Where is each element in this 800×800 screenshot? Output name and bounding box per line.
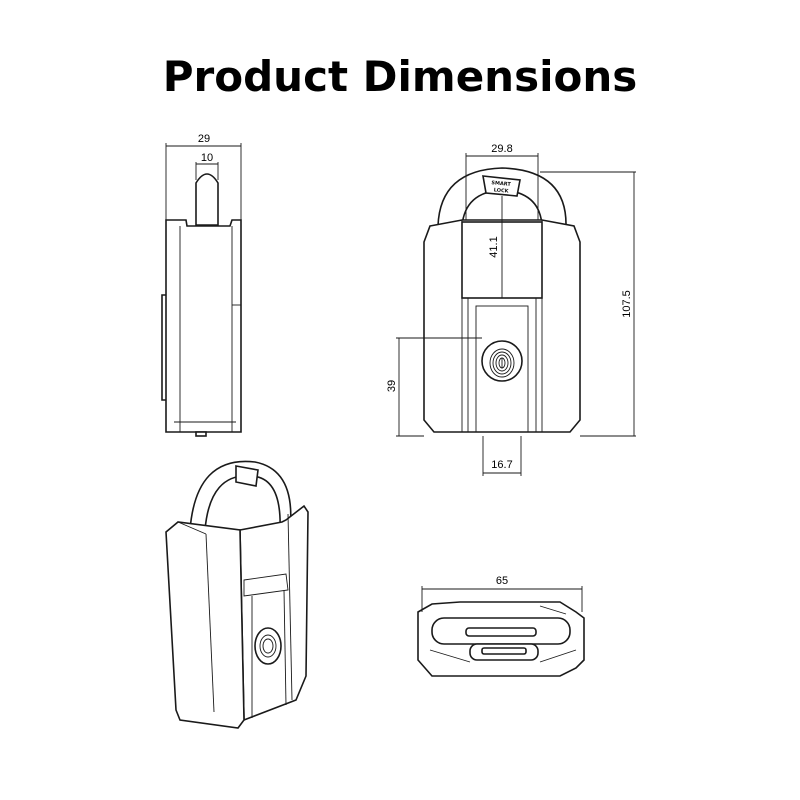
dim-shackle-width: 10	[201, 152, 213, 164]
logo-line1: SMART	[491, 180, 512, 188]
bottom-view: 65	[417, 575, 585, 677]
logo-line2: LOCK	[493, 187, 509, 194]
dim-side-width: 29	[198, 133, 210, 145]
dim-total-height: 107.5	[621, 290, 633, 318]
page-title: Product Dimensions	[162, 52, 638, 101]
dim-shackle-height: 41.1	[488, 236, 500, 257]
dim-sensor-height: 39	[386, 380, 398, 392]
front-view: SMART LOCK 29.8 41.1 107.5 39	[386, 143, 636, 476]
dim-bottom-width: 65	[496, 575, 508, 587]
dim-sensor-width: 16.7	[491, 459, 512, 471]
side-view: 29 10	[161, 133, 242, 437]
dim-shackle-inner-width: 29.8	[491, 143, 512, 155]
perspective-view	[165, 460, 309, 729]
